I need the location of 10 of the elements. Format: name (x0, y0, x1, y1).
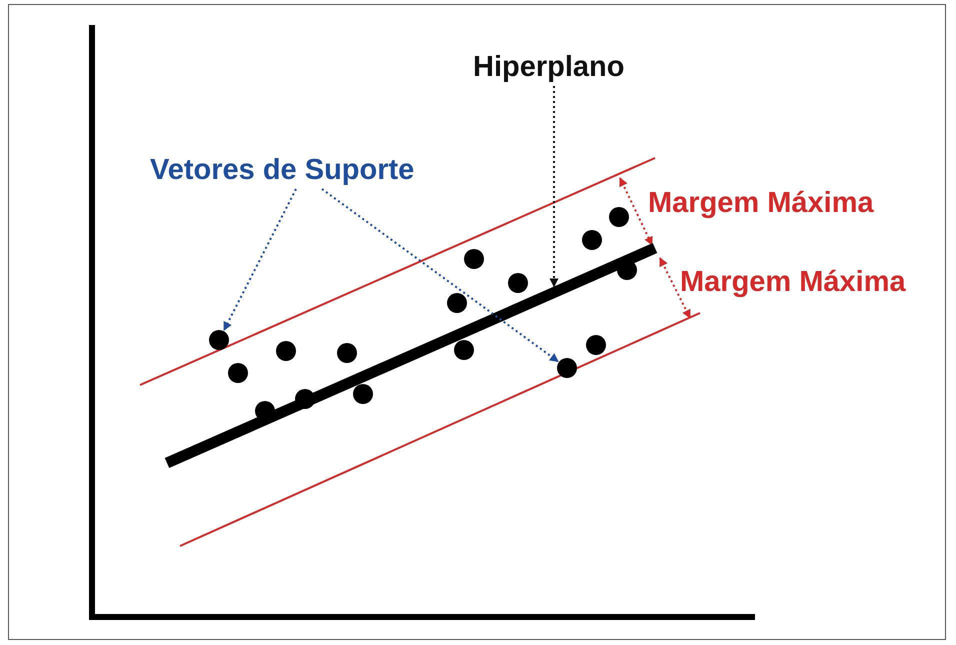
annotation-text: Vetores de Suporte (150, 153, 414, 187)
hyperplane-line (164, 242, 658, 468)
margin-label: Margem Máxima (648, 186, 874, 220)
leader-arrow (550, 86, 558, 288)
leader-arrow (321, 188, 559, 362)
annotation-text: Hiperplano (473, 50, 624, 84)
data-point (609, 207, 629, 227)
data-point (582, 230, 602, 250)
leader-arrow (223, 188, 297, 331)
margin-label: Margem Máxima (680, 265, 906, 299)
